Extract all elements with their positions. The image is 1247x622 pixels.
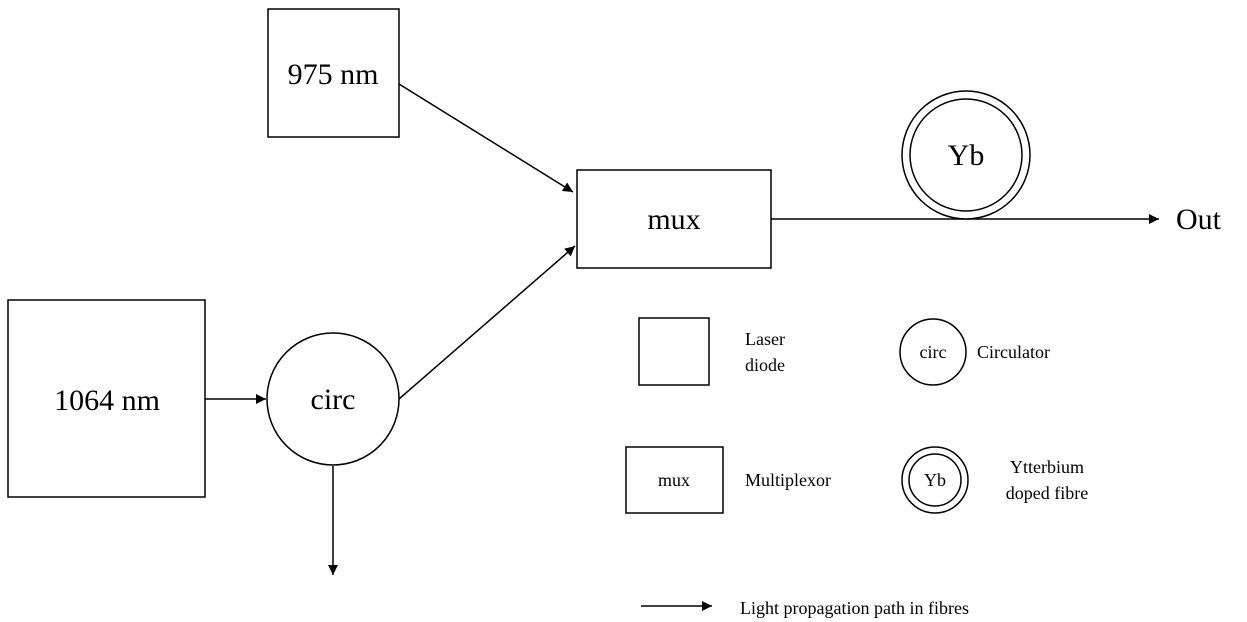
seed-laser-diode	[7, 299, 206, 498]
ytterbium-fibre-coil	[901, 90, 1031, 220]
legend-ytterbium-line2: doped fibre	[1006, 483, 1088, 503]
legend: Laser diode circ Circulator mux Multiple…	[625, 317, 1088, 618]
legend-circulator-symbol-label: circ	[920, 342, 947, 362]
legend-laser-line1: Laser	[745, 329, 785, 349]
legend-multiplexor-symbol-label: mux	[658, 470, 690, 490]
legend-multiplexor-symbol	[625, 446, 724, 514]
output-label: Out	[1176, 203, 1222, 236]
seed-laser-label: 1064 nm	[54, 384, 160, 417]
legend-ytterbium-symbol-inner	[908, 453, 962, 507]
legend-path-text: Light propagation path in fibres	[740, 598, 969, 618]
pump-laser-label: 975 nm	[288, 58, 379, 91]
circulator-label: circ	[311, 383, 356, 416]
pump-laser-diode	[267, 8, 400, 138]
legend-circulator-symbol	[899, 318, 967, 386]
multiplexor-label: mux	[647, 203, 700, 236]
multiplexor	[576, 169, 772, 269]
circulator	[266, 332, 400, 466]
circ-to-mux-arrow	[398, 245, 576, 400]
pump-to-mux-arrow	[398, 83, 574, 193]
legend-laser-line2: diode	[745, 355, 785, 375]
legend-ytterbium-symbol-label: Yb	[924, 470, 946, 490]
legend-multiplexor-text: Multiplexor	[745, 470, 831, 490]
legend-circulator-text: Circulator	[977, 342, 1050, 362]
legend-laser-diode-symbol	[638, 317, 710, 386]
legend-ytterbium-line1: Ytterbium	[1010, 457, 1084, 477]
ytterbium-label: Yb	[948, 139, 985, 172]
